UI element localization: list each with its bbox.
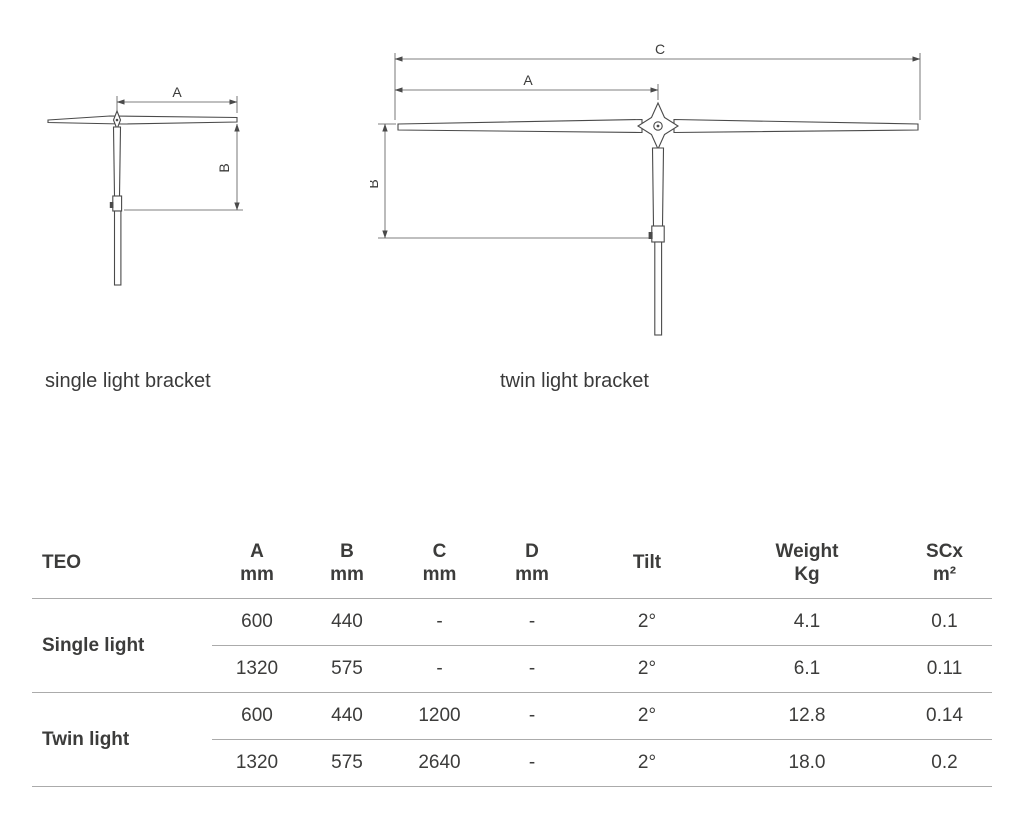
- column-header-weight: Weight Kg: [717, 528, 897, 599]
- row-group-label-twin-light: Twin light: [32, 692, 212, 787]
- column-header-c: C mm: [392, 528, 487, 599]
- dimension-label-c: C: [655, 41, 665, 57]
- group-twin-light: Twin light 600 440 1200 - 2° 12.8 0.14 1…: [32, 692, 992, 787]
- dimension-label-b: B: [216, 163, 232, 172]
- twin-dimension-b: [378, 123, 653, 239]
- table-cell: 1320: [212, 739, 302, 787]
- table-row: Twin light 600 440 1200 - 2° 12.8 0.14: [32, 692, 992, 787]
- spec-table-container: TEO A mm B mm C mm: [32, 528, 992, 787]
- row-group-label-single-light: Single light: [42, 634, 145, 656]
- dimension-label-a: A: [172, 84, 182, 100]
- table-cell: 0.1: [931, 611, 958, 632]
- table-header-row: TEO A mm B mm C mm: [32, 528, 992, 599]
- table-cell: 2°: [577, 645, 717, 693]
- column-header-tilt: Tilt: [577, 528, 717, 599]
- table-row: Single light 600 440 - - 2° 4.1 0.1: [32, 599, 992, 656]
- table-cell: -: [392, 645, 487, 693]
- table-cell: -: [487, 739, 577, 787]
- dimension-label-a: A: [523, 72, 533, 88]
- table-row: 1320 575 - - 2° 6.1 0.11: [32, 645, 992, 693]
- table-cell: 1320: [212, 645, 302, 693]
- table-cell: 4.1: [793, 611, 821, 632]
- twin-bracket-caption: twin light bracket: [500, 370, 649, 392]
- table-cell: 0.14: [897, 692, 992, 740]
- table-cell: 440: [302, 692, 392, 740]
- single-dimension-a: [116, 96, 238, 113]
- table-cell: 2°: [577, 692, 717, 740]
- column-header-d: D mm: [487, 528, 577, 599]
- single-bracket-body: [47, 109, 238, 286]
- table-cell: 0.2: [897, 739, 992, 787]
- dimension-label-b: B: [370, 179, 381, 188]
- table-cell: 2640: [392, 739, 487, 787]
- single-dimension-b: [124, 123, 243, 211]
- column-header-teo: TEO: [32, 528, 212, 599]
- twin-dimension-c: [394, 53, 921, 120]
- twin-bracket-drawing: C A B: [370, 41, 921, 336]
- spec-table: TEO A mm B mm C mm: [32, 528, 992, 787]
- column-header-a: A mm: [212, 528, 302, 599]
- table-cell: 6.1: [717, 645, 897, 693]
- table-cell: 575: [302, 645, 392, 693]
- twin-dimension-a: [394, 84, 659, 100]
- group-single-light: Single light 600 440 - - 2° 4.1 0.1 1320…: [32, 599, 992, 693]
- table-cell: 2°: [577, 739, 717, 787]
- table-cell: 575: [302, 739, 392, 787]
- single-bracket-drawing: A B: [47, 84, 243, 286]
- table-cell: -: [436, 611, 443, 632]
- column-header-scx: SCx m²: [897, 528, 992, 599]
- table-cell: 2°: [637, 611, 657, 632]
- single-bracket-caption: single light bracket: [45, 370, 211, 392]
- table-cell: 600: [212, 692, 302, 740]
- table-cell: 600: [241, 611, 273, 632]
- table-cell: -: [487, 645, 577, 693]
- table-cell: -: [487, 692, 577, 740]
- table-cell: 18.0: [717, 739, 897, 787]
- twin-bracket-body: [397, 101, 919, 336]
- table-row: 1320 575 2640 - 2° 18.0 0.2: [32, 739, 992, 787]
- table-cell: 440: [331, 611, 363, 632]
- column-header-b: B mm: [302, 528, 392, 599]
- table-cell: 1200: [392, 692, 487, 740]
- table-cell: 0.11: [897, 645, 992, 693]
- table-cell: 12.8: [717, 692, 897, 740]
- table-cell: -: [528, 611, 536, 632]
